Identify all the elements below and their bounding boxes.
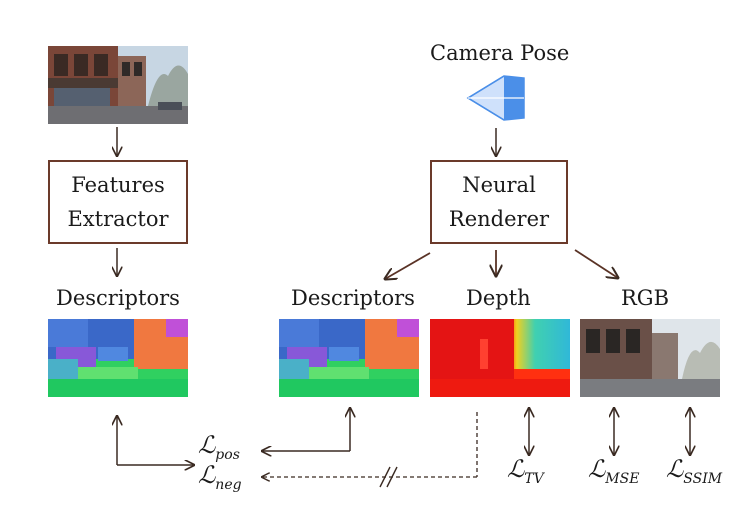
loss-ssim: ℒSSIM (666, 455, 723, 487)
loss-mse: ℒMSE (588, 455, 640, 487)
rgb-label: RGB (621, 286, 670, 310)
left-descriptors-label: Descriptors (56, 286, 180, 310)
arrow-renderer-to-rgb (574, 249, 618, 278)
depth-map (430, 319, 570, 397)
features-extractor-box: Features Extractor (48, 160, 188, 244)
camera-pose-label: Camera Pose (430, 41, 570, 65)
extractor-line1: Features (71, 173, 165, 197)
loss-tv: ℒTV (507, 455, 544, 487)
rgb-render (580, 319, 720, 397)
rendered-descriptors-label: Descriptors (291, 286, 415, 310)
loss-pos: ℒpos (198, 431, 240, 463)
camera-pose-icon (466, 75, 525, 121)
renderer-line2: Renderer (448, 207, 550, 231)
left-descriptors-map (48, 319, 188, 397)
depth-label: Depth (466, 286, 531, 310)
neural-renderer-box: Neural Renderer (430, 160, 568, 244)
rendered-descriptors-map (279, 319, 419, 397)
extractor-line2: Extractor (67, 207, 169, 231)
arrow-renderer-to-descriptors (385, 252, 431, 279)
loss-neg: ℒneg (198, 461, 242, 493)
break-mark-1 (379, 466, 391, 488)
renderer-line1: Neural (462, 173, 536, 197)
input-street-photo (48, 46, 188, 124)
break-mark-2 (386, 466, 398, 488)
